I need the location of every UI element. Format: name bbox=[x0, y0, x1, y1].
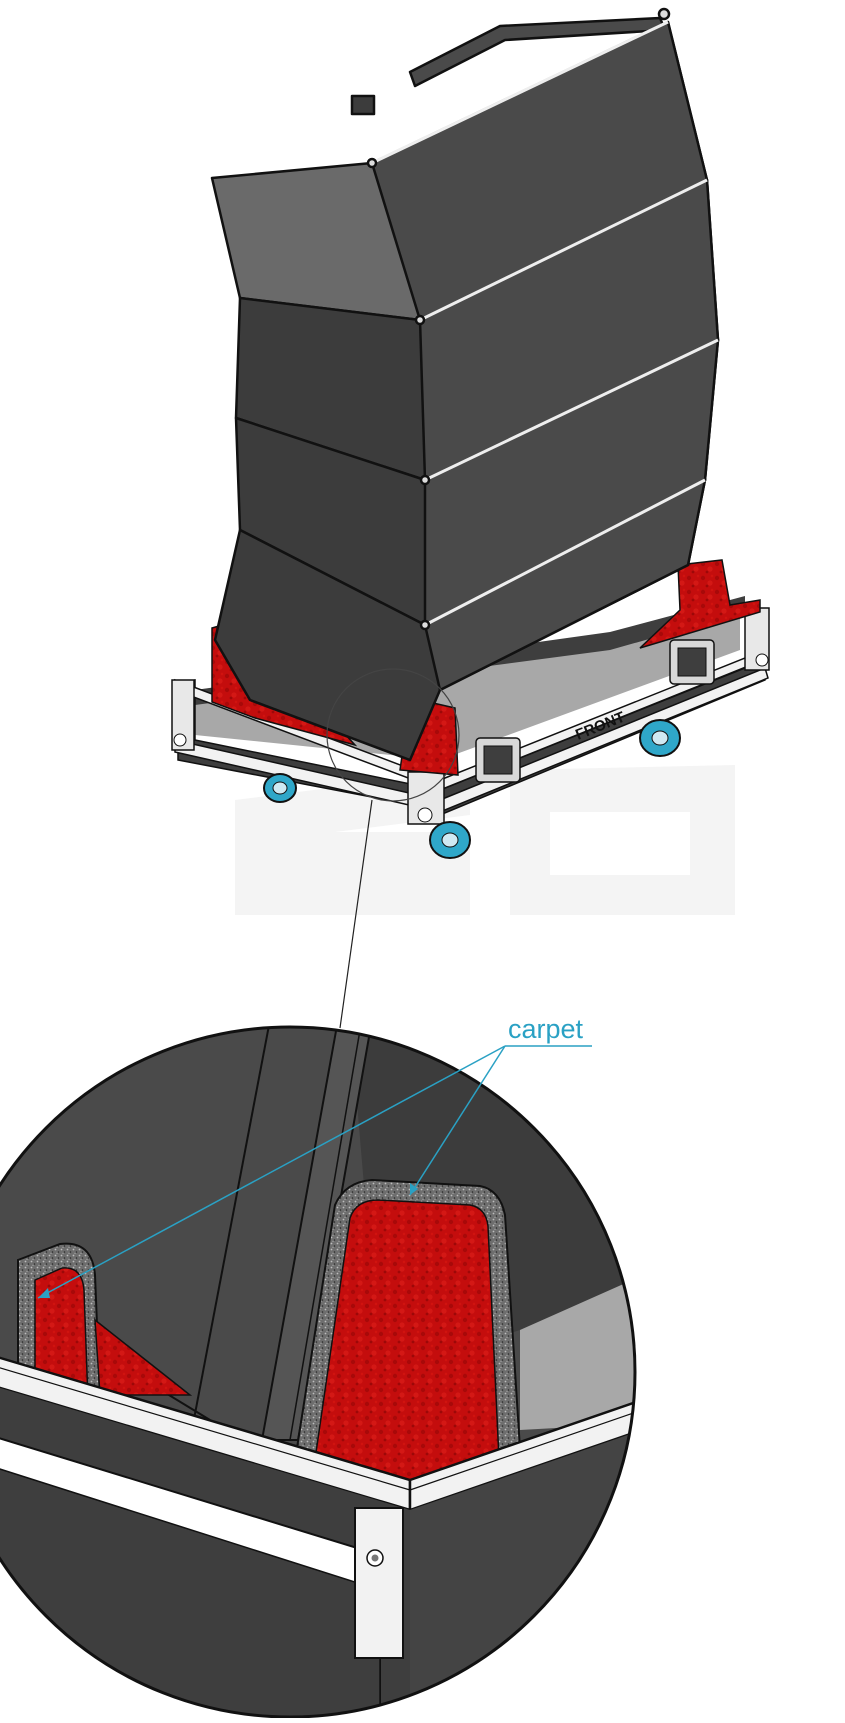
detail-connector-line bbox=[339, 799, 373, 1029]
detail-zoom-frame bbox=[0, 1025, 637, 1719]
detail-marker-circle bbox=[326, 668, 460, 802]
line-array-stack bbox=[210, 7, 720, 762]
detail-zoom-view bbox=[0, 1027, 635, 1717]
carpet-callout-label: carpet bbox=[508, 1014, 584, 1044]
carpet-callout: carpet bbox=[37, 1014, 592, 1299]
castor-wheels bbox=[263, 719, 681, 859]
